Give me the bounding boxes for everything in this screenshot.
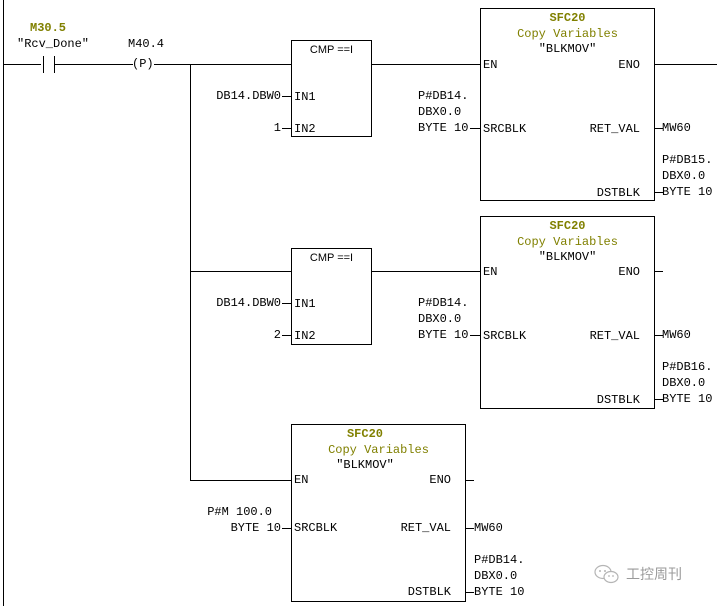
contact-address: M30.5 xyxy=(30,21,67,35)
in1-value: DB14.DBW0 xyxy=(216,89,281,103)
compare-block-1[interactable]: CMP ==I IN1 IN2 xyxy=(291,40,372,137)
ret-val-pin: RET_VAL xyxy=(400,521,451,535)
in1-label: IN1 xyxy=(294,297,316,311)
src-param: P#DB14. xyxy=(418,89,469,103)
src-param: BYTE 10 xyxy=(418,121,469,135)
block-comment: Copy Variables xyxy=(328,443,429,457)
srcblk-pin: SRCBLK xyxy=(483,329,527,343)
dstblk-pin: DSTBLK xyxy=(407,585,451,599)
dstblk-pin: DSTBLK xyxy=(596,393,640,407)
branch-wire xyxy=(190,271,291,272)
wechat-icon xyxy=(594,564,619,584)
eno-wire xyxy=(655,271,663,272)
srcblk-pin: SRCBLK xyxy=(483,122,527,136)
rung-wire xyxy=(154,64,291,65)
compare-block-2[interactable]: CMP ==I IN1 IN2 xyxy=(291,248,372,345)
contact-symbol: "Rcv_Done" xyxy=(17,37,90,51)
edge-coil-address: M40.4 xyxy=(128,37,165,51)
in1-value: DB14.DBW0 xyxy=(216,296,281,310)
eno-wire xyxy=(655,64,717,65)
src-param: BYTE 10 xyxy=(418,328,469,342)
watermark-text: 工控周刊 xyxy=(626,567,682,583)
edge-coil[interactable]: (P) xyxy=(132,57,154,71)
ret-val-pin: RET_VAL xyxy=(589,122,640,136)
src-param: P#M 100.0 xyxy=(207,505,272,519)
ret-val-pin: RET_VAL xyxy=(589,329,640,343)
no-contact[interactable] xyxy=(41,56,55,73)
dst-param: P#DB14. xyxy=(474,553,525,567)
branch-wire xyxy=(190,64,191,481)
eno-wire xyxy=(466,480,474,481)
src-param: DBX0.0 xyxy=(418,105,462,119)
srcblk-pin: SRCBLK xyxy=(294,521,338,535)
src-param: BYTE 10 xyxy=(230,521,281,535)
rung-wire xyxy=(3,64,41,65)
compare-title: CMP ==I xyxy=(309,44,354,56)
dst-param: P#DB15. xyxy=(662,153,713,167)
ret-param: MW60 xyxy=(474,521,503,535)
ret-param: MW60 xyxy=(662,328,691,342)
block-symbol: "BLKMOV" xyxy=(538,250,597,264)
rung-wire xyxy=(55,64,133,65)
in2-value: 2 xyxy=(273,328,281,342)
block-comment: Copy Variables xyxy=(517,27,618,41)
dst-param: P#DB16. xyxy=(662,360,713,374)
en-pin: EN xyxy=(483,58,498,72)
compare-title: CMP ==I xyxy=(309,252,354,264)
block-symbol: "BLKMOV" xyxy=(538,42,597,56)
blkmov-block-3[interactable]: SFC20 Copy Variables "BLKMOV" EN ENO SRC… xyxy=(291,424,466,602)
dst-param: BYTE 10 xyxy=(662,392,713,406)
in2-value: 1 xyxy=(273,121,281,135)
block-symbol: "BLKMOV" xyxy=(336,458,394,472)
en-pin: EN xyxy=(294,473,309,487)
rung-wire xyxy=(372,64,480,65)
dst-param: DBX0.0 xyxy=(474,569,518,583)
power-rail xyxy=(3,0,4,606)
in2-label: IN2 xyxy=(294,329,316,343)
blkmov-block-1[interactable]: SFC20 Copy Variables "BLKMOV" EN ENO SRC… xyxy=(480,8,655,201)
en-pin: EN xyxy=(483,265,498,279)
in1-label: IN1 xyxy=(294,90,316,104)
block-number: SFC20 xyxy=(549,11,586,25)
branch-wire xyxy=(190,480,291,481)
dst-param: BYTE 10 xyxy=(662,185,713,199)
eno-pin: ENO xyxy=(429,473,451,487)
watermark: 工控周刊 xyxy=(594,563,682,585)
block-number: SFC20 xyxy=(346,427,383,441)
eno-pin: ENO xyxy=(618,265,640,279)
dstblk-pin: DSTBLK xyxy=(596,186,640,200)
dst-param: DBX0.0 xyxy=(662,376,706,390)
in2-label: IN2 xyxy=(294,122,316,136)
block-comment: Copy Variables xyxy=(517,235,618,249)
block-number: SFC20 xyxy=(549,219,586,233)
eno-pin: ENO xyxy=(618,58,640,72)
dst-param: DBX0.0 xyxy=(662,169,706,183)
blkmov-block-2[interactable]: SFC20 Copy Variables "BLKMOV" EN ENO SRC… xyxy=(480,216,655,409)
src-param: DBX0.0 xyxy=(418,312,462,326)
rung-wire xyxy=(372,271,480,272)
dst-param: BYTE 10 xyxy=(474,585,525,599)
ret-param: MW60 xyxy=(662,121,691,135)
src-param: P#DB14. xyxy=(418,296,469,310)
